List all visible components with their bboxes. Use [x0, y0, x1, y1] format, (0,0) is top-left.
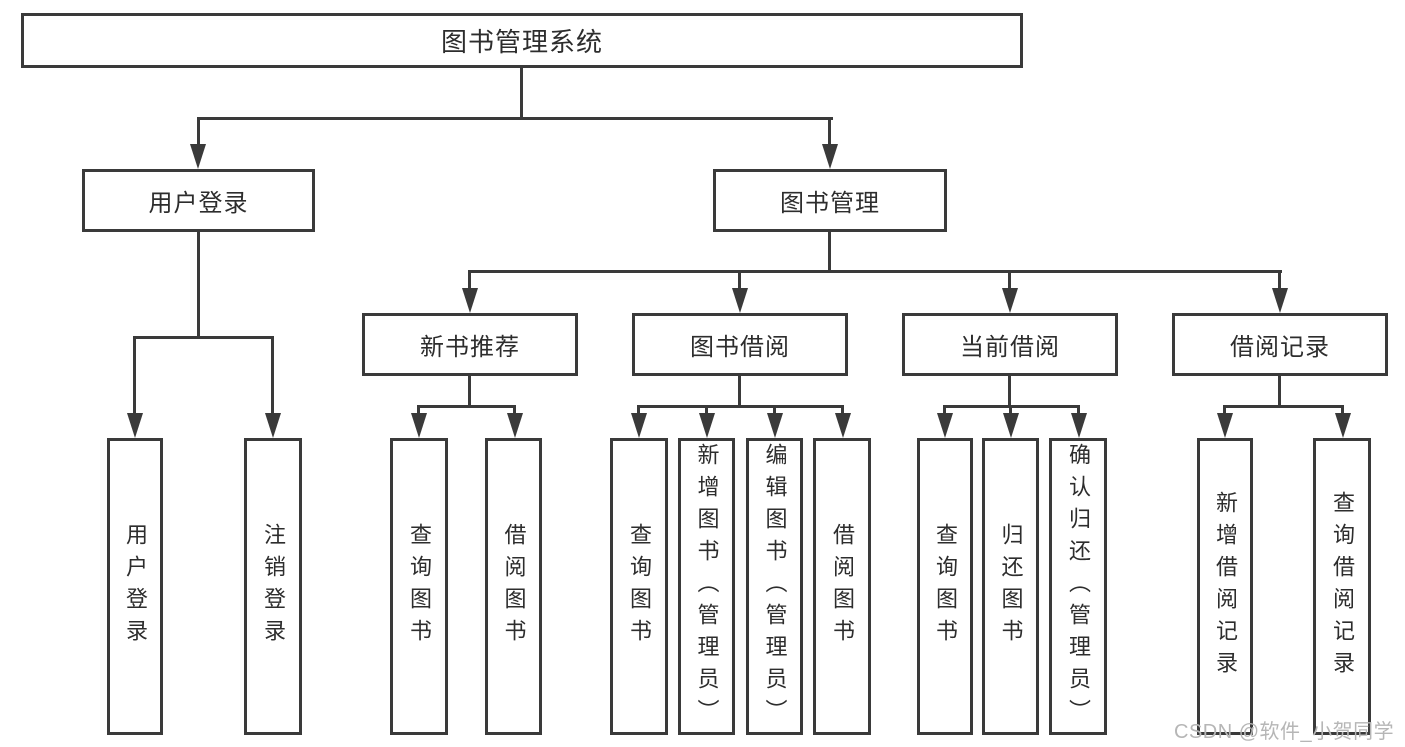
connector-borrow-stem: [738, 270, 741, 290]
connector-g4-leaf1-stem: [1223, 405, 1226, 417]
connector-user-login-stem: [197, 117, 200, 147]
arrowhead-g4-leaf1: [1217, 413, 1233, 438]
leaf-add-book-admin: 新增图书（管理员）: [678, 438, 735, 735]
leaf-query-borrow-record: 查询借阅记录: [1313, 438, 1371, 735]
connector-newbook-stem: [468, 270, 471, 290]
arrowhead-g2-leaf3: [767, 413, 783, 438]
arrowhead-g4-leaf2: [1335, 413, 1351, 438]
connector-book-mgmt-stem: [828, 117, 831, 147]
arrowhead-current: [1002, 288, 1018, 313]
connector-g1-down: [468, 376, 471, 407]
arrowhead-g1-leaf1: [411, 413, 427, 438]
connector-leaf-logout-stem: [271, 336, 274, 414]
connector-g3-down: [1008, 376, 1011, 407]
connector-g3-leaf2-stem: [1009, 405, 1012, 417]
arrowhead-records: [1272, 288, 1288, 313]
connector-g1-bar: [417, 405, 516, 408]
node-borrow-records: 借阅记录: [1172, 313, 1388, 376]
connector-g1-leaf2-stem: [513, 405, 516, 417]
connector-records-stem: [1278, 270, 1281, 290]
connector-g2-leaf4-stem: [841, 405, 844, 417]
arrowhead-g3-leaf1: [937, 413, 953, 438]
arrowhead-user-login: [190, 144, 206, 169]
connector-g2-leaf1-stem: [637, 405, 640, 417]
connector-root-stem: [520, 66, 523, 119]
connector-login-bar: [133, 336, 274, 339]
leaf-add-borrow-record: 新增借阅记录: [1197, 438, 1253, 735]
node-library-system: 图书管理系统: [21, 13, 1023, 68]
leaf-edit-book-admin: 编辑图书（管理员）: [746, 438, 803, 735]
node-book-borrow: 图书借阅: [632, 313, 848, 376]
connector-g4-bar: [1223, 405, 1344, 408]
leaf-return-book: 归还图书: [982, 438, 1039, 735]
leaf-query-books-current: 查询图书: [917, 438, 973, 735]
connector-g3-leaf3-stem: [1077, 405, 1080, 417]
connector-current-stem: [1008, 270, 1011, 290]
arrowhead-g2-leaf4: [835, 413, 851, 438]
connector-level2-bar: [197, 117, 833, 120]
node-user-login: 用户登录: [82, 169, 315, 232]
connector-level3-bar: [468, 270, 1282, 273]
arrowhead-leaf-logout: [265, 413, 281, 438]
arrowhead-book-mgmt: [822, 144, 838, 169]
arrowhead-newbook: [462, 288, 478, 313]
connector-mgmt-down: [828, 232, 831, 272]
arrowhead-g2-leaf2: [699, 413, 715, 438]
leaf-query-books-recommend: 查询图书: [390, 438, 448, 735]
connector-leaf-login-stem: [133, 336, 136, 414]
leaf-user-login: 用户登录: [107, 438, 163, 735]
connector-g4-down: [1278, 376, 1281, 407]
connector-login-down: [197, 232, 200, 338]
leaf-borrow-books: 借阅图书: [813, 438, 871, 735]
arrowhead-g3-leaf3: [1071, 413, 1087, 438]
node-current-borrow: 当前借阅: [902, 313, 1118, 376]
connector-g2-leaf3-stem: [773, 405, 776, 417]
arrowhead-g2-leaf1: [631, 413, 647, 438]
csdn-watermark: CSDN @软件_小贺同学: [1174, 721, 1395, 743]
leaf-confirm-return-admin: 确认归还（管理员）: [1049, 438, 1107, 735]
leaf-borrow-books-recommend: 借阅图书: [485, 438, 542, 735]
connector-g3-leaf1-stem: [943, 405, 946, 417]
arrowhead-borrow: [732, 288, 748, 313]
node-book-management: 图书管理: [713, 169, 947, 232]
connector-g2-leaf2-stem: [705, 405, 708, 417]
arrowhead-g1-leaf2: [507, 413, 523, 438]
connector-g1-leaf1-stem: [417, 405, 420, 417]
connector-g2-bar: [637, 405, 844, 408]
connector-g4-leaf2-stem: [1341, 405, 1344, 417]
leaf-logout: 注销登录: [244, 438, 302, 735]
node-new-book-recommend: 新书推荐: [362, 313, 578, 376]
connector-g2-down: [738, 376, 741, 407]
arrowhead-g3-leaf2: [1003, 413, 1019, 438]
arrowhead-leaf-login: [127, 413, 143, 438]
leaf-query-books-borrow: 查询图书: [610, 438, 668, 735]
